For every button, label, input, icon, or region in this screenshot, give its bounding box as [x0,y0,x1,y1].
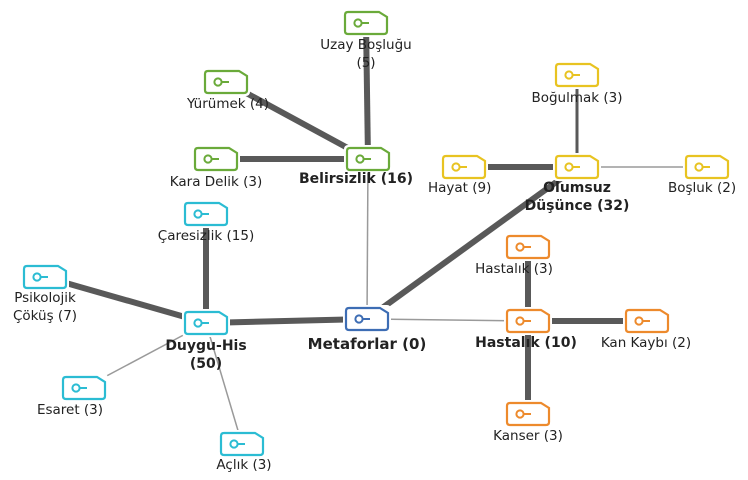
node-label: (50) [190,356,222,372]
node-label: Esaret (3) [37,402,103,418]
nodes-layer: Metaforlar (0) Belirsizlik (16) Uzay Boşlu… [13,9,736,473]
icon-hole [694,162,704,172]
node-hastalik3[interactable]: Hastalık (3) [475,233,553,277]
node-duygu[interactable]: Duygu-His (50) [165,309,247,372]
folder-tag-icon [683,153,731,181]
folder-tag-icon [623,307,671,335]
icon-hole [71,383,81,393]
icon-hole [32,272,42,282]
node-label: Açlık (3) [216,457,271,473]
node-root[interactable]: Metaforlar (0) [308,305,427,353]
node-aclik[interactable]: Açlık (3) [216,430,272,473]
edge-hastalik-root [366,318,529,322]
folder-tag-icon [218,430,266,458]
node-kankaybi[interactable]: Kan Kaybı (2) [601,307,691,351]
edge-duygu-root [205,316,368,326]
node-label: Psikolojik [14,290,76,306]
folder-tag-icon [440,153,488,181]
edge-duygu-psikolojik [44,274,207,326]
folder-tag-icon [504,233,552,261]
folder-tag-icon [504,400,552,428]
edge-belirsizlik-uzay [363,22,371,160]
node-label: Düşünce (32) [525,198,630,214]
edge-belirsizlik-root [366,158,369,320]
icon-hole [213,77,223,87]
folder-tag-icon [60,374,108,402]
folder-tag-icon [553,61,601,89]
node-label: (5) [356,55,375,71]
folder-tag-icon [21,263,69,291]
folder-tag-icon [182,309,230,337]
icon-hole [451,162,461,172]
icon-hole [634,316,644,326]
folder-tag-icon [342,9,390,37]
folder-tag-icon [553,153,601,181]
node-label: Olumsuz [543,180,611,196]
node-label: Çöküş (7) [13,308,77,324]
node-label: Boğulmak (3) [531,90,622,106]
node-bosluk[interactable]: Boşluk (2) [668,153,736,196]
node-label: Duygu-His [165,338,246,354]
node-uzay[interactable]: Uzay Boşluğu (5) [320,9,412,71]
folder-tag-icon [202,68,250,96]
edge-olumsuz-root [365,164,579,322]
edge-belirsizlik-yurumek [224,79,370,162]
edge-duygu-aclik [205,322,243,445]
node-label: Belirsizlik (16) [299,171,413,187]
folder-tag-icon [182,200,230,228]
node-caresizlik[interactable]: Çaresizlik (15) [158,200,254,244]
node-yurumek[interactable]: Yürümek (4) [186,68,269,112]
icon-hole [355,154,365,164]
icon-hole [515,409,525,419]
icon-hole [564,70,574,80]
icon-hole [515,242,525,252]
icon-hole [193,318,203,328]
icon-hole [203,154,213,164]
folder-tag-icon [343,305,391,333]
node-hastalik[interactable]: Hastalık (10) [475,307,577,351]
icon-hole [515,316,525,326]
node-label: Çaresizlik (15) [158,228,254,244]
node-label: Kan Kaybı (2) [601,335,691,351]
node-label: Uzay Boşluğu [320,37,412,53]
node-label: Kanser (3) [493,428,563,444]
edges-layer [44,22,707,445]
node-label: Hastalık (10) [475,335,577,351]
node-label: Hastalık (3) [475,261,553,277]
node-label: Yürümek (4) [186,96,269,112]
icon-hole [354,314,364,324]
icon-hole [193,209,203,219]
node-label: Boşluk (2) [668,180,736,196]
node-kanser[interactable]: Kanser (3) [493,400,563,444]
icon-hole [229,439,239,449]
icon-hole [564,162,574,172]
folder-tag-icon [504,307,552,335]
node-karadelik[interactable]: Kara Delik (3) [170,145,262,190]
node-label: Kara Delik (3) [170,174,262,190]
node-bogulmak[interactable]: Boğulmak (3) [531,61,623,106]
node-esaret[interactable]: Esaret (3) [37,374,108,418]
node-label: Hayat (9) [428,180,491,196]
node-label: Metaforlar (0) [308,335,427,353]
node-belirsizlik[interactable]: Belirsizlik (16) [299,145,413,187]
icon-hole [353,18,363,28]
node-hayat[interactable]: Hayat (9) [428,153,491,196]
folder-tag-icon [192,145,240,173]
folder-tag-icon [344,145,392,173]
